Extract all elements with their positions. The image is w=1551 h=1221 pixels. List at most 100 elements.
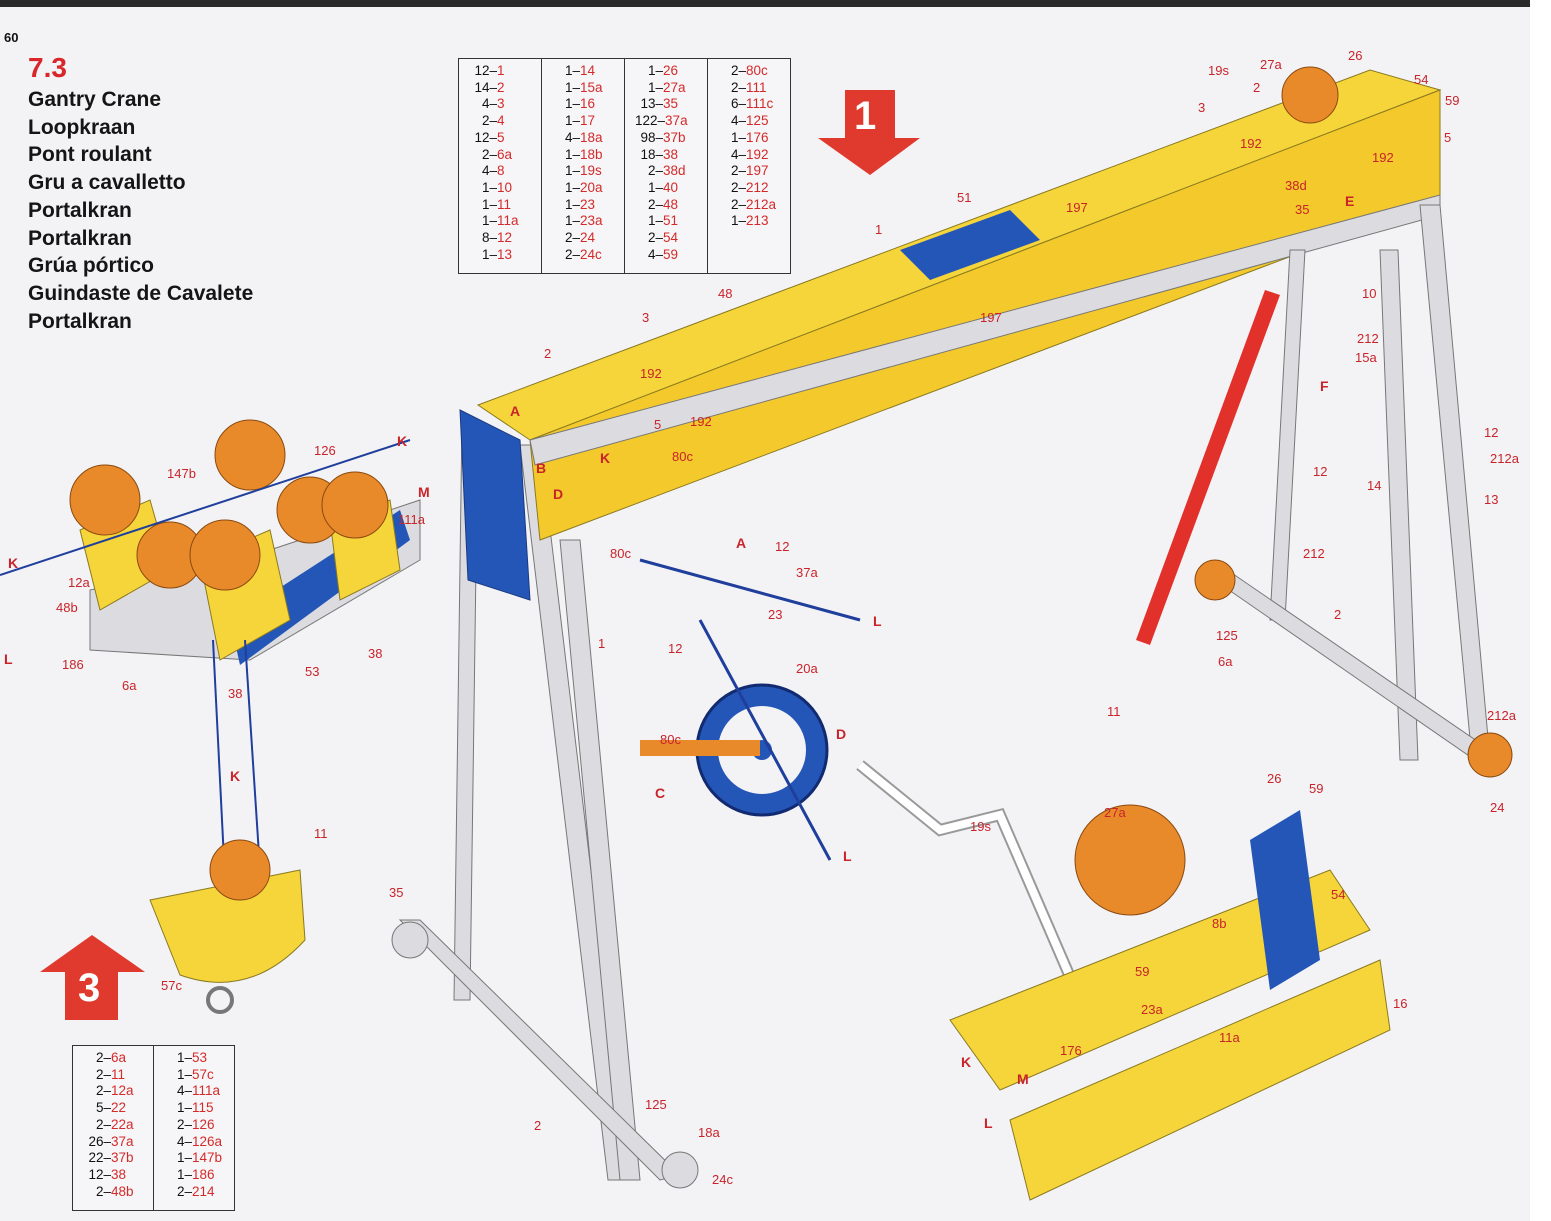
part-quantity: 1–: [647, 79, 663, 95]
part-number: 147b: [192, 1150, 223, 1166]
part-quantity: 1–: [481, 179, 497, 195]
model-name: Guindaste de Cavalete: [28, 281, 254, 305]
part-entry: 2–48: [635, 197, 697, 214]
part-entry: 1–19s: [552, 163, 614, 180]
callout: 35: [1295, 202, 1310, 217]
pointer-bar: [1136, 290, 1280, 645]
callout: 2: [1334, 607, 1342, 622]
part-entry: 1–40: [635, 180, 697, 197]
callout: 24: [1490, 800, 1505, 815]
part-quantity: 1–: [481, 213, 497, 229]
part-quantity: 1–: [564, 163, 580, 179]
part-number: 48: [663, 196, 679, 212]
part-number: 37a: [665, 113, 688, 129]
part-quantity: 1–: [481, 196, 497, 212]
stage-3-label: 3: [78, 966, 101, 1010]
callout: 12a: [68, 575, 90, 590]
callout: 23: [768, 607, 783, 622]
page-top-border: [0, 0, 1530, 7]
model-name: Gru a cavalletto: [28, 171, 186, 195]
part-number: 2: [497, 79, 505, 95]
part-quantity: 2–: [176, 1116, 192, 1132]
left-leg-brace: [559, 539, 641, 1181]
callout: 54: [1331, 887, 1346, 902]
part-number: 125: [746, 113, 769, 129]
callout: 80c: [610, 546, 631, 561]
callout: K: [397, 433, 408, 449]
part-number: 23: [580, 196, 596, 212]
model-name: Gantry Crane: [28, 88, 162, 111]
callout: 5: [1444, 130, 1452, 145]
callout: 12: [1484, 425, 1499, 440]
part-number: 20a: [580, 179, 603, 195]
part-entry: 2–80c: [718, 63, 780, 80]
callout: 19s: [1208, 63, 1229, 78]
callout: 59: [1309, 781, 1324, 796]
axle: [640, 740, 760, 756]
part-number: 16: [580, 96, 596, 112]
callout: 59: [1135, 964, 1150, 979]
part-entry: 13–35: [635, 96, 697, 113]
stage-3-arrow: [40, 935, 145, 1020]
part-quantity: 1–: [730, 129, 746, 145]
part-quantity: 98–: [640, 129, 663, 145]
part-entry: 2–54: [635, 230, 697, 247]
part-entry: 2–38d: [635, 163, 697, 180]
part-number: 13: [497, 246, 513, 262]
part-entry: 1–18b: [552, 147, 614, 164]
part-quantity: 2–: [647, 163, 663, 179]
model-names: Gantry Crane Loopkraan Pont roulant Gru …: [28, 86, 253, 335]
part-number: 37b: [111, 1150, 134, 1166]
callout: 192: [1240, 136, 1262, 151]
callout: 24c: [712, 1172, 733, 1187]
part-quantity: 1–: [564, 179, 580, 195]
part-number: 19s: [580, 163, 602, 179]
part-entry: 2–12a: [83, 1083, 143, 1100]
part-quantity: 2–: [564, 230, 580, 246]
part-number: 10: [497, 179, 513, 195]
callout: 18a: [698, 1125, 720, 1140]
part-entry: 1–176: [718, 130, 780, 147]
part-number: 8: [497, 163, 505, 179]
model-number: 7.3: [28, 52, 67, 83]
part-entry: 1–51: [635, 213, 697, 230]
callout: 48: [718, 286, 733, 301]
part-number: 18b: [580, 146, 603, 162]
right-leg-front: [1419, 204, 1491, 761]
callout: 23a: [1141, 1002, 1163, 1017]
callout: 1: [875, 222, 883, 237]
part-entry: 8–12: [469, 230, 531, 247]
part-entry: 1–17: [552, 113, 614, 130]
callout: 37a: [796, 565, 818, 580]
hook-block: [149, 869, 306, 983]
part-entry: 1–15a: [552, 80, 614, 97]
part-quantity: 8–: [481, 230, 497, 246]
part-number: 11: [497, 196, 512, 212]
left-wheel-2: [661, 1151, 699, 1189]
callout: L: [984, 1115, 993, 1131]
right-base: [1198, 564, 1491, 761]
part-number: 51: [663, 213, 679, 229]
part-quantity: 1–: [564, 96, 580, 112]
gear-top: [1281, 66, 1339, 124]
callout: 48b: [56, 600, 78, 615]
part-entry: 4–18a: [552, 130, 614, 147]
part-quantity: 18–: [640, 146, 663, 162]
part-entry: 1–10: [469, 180, 531, 197]
part-entry: 4–59: [635, 247, 697, 264]
hook: [206, 986, 234, 1014]
part-quantity: 1–: [564, 146, 580, 162]
part-entry: 12–1: [469, 63, 531, 80]
callout: 12: [775, 539, 790, 554]
part-quantity: 2–: [95, 1066, 111, 1082]
part-number: 111c: [746, 96, 774, 112]
callout: 2: [534, 1118, 542, 1133]
part-number: 126: [192, 1116, 215, 1132]
model-name: Loopkraan: [28, 115, 136, 139]
page-number: 60: [4, 30, 19, 45]
part-entry: 18–38: [635, 147, 697, 164]
part-entry: 5–22: [83, 1100, 143, 1117]
callout: E: [1345, 193, 1355, 209]
